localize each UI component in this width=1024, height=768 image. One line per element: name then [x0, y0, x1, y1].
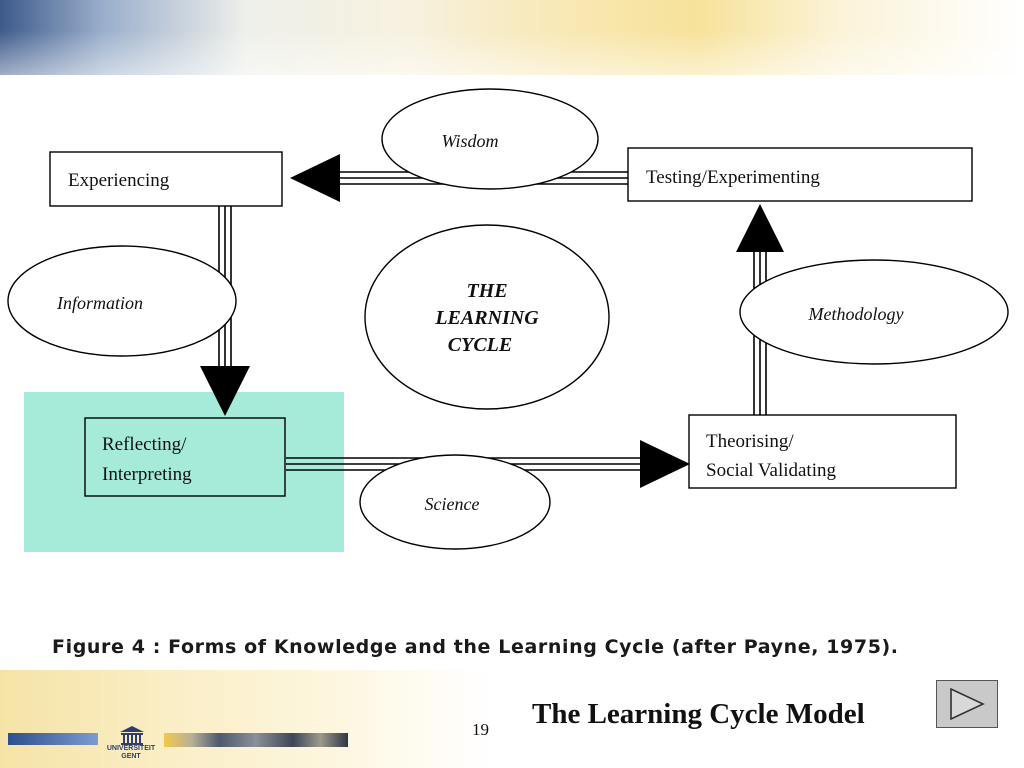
ellipse-wisdom-label: Wisdom: [441, 131, 498, 151]
ellipse-science-label: Science: [425, 494, 480, 514]
next-slide-button[interactable]: [936, 680, 998, 728]
university-building-icon: [120, 726, 144, 745]
figure-caption: Figure 4 : Forms of Knowledge and the Le…: [52, 636, 899, 658]
logo-text-line1: UNIVERSITEIT: [106, 745, 156, 752]
box-experiencing-label: Experiencing: [68, 170, 170, 191]
ellipse-science: Science: [359, 454, 551, 550]
ellipse-information-label: Information: [56, 293, 143, 313]
center-label-line2: LEARNING: [434, 307, 539, 329]
ellipse-methodology: Methodology: [739, 259, 1009, 365]
box-theorising-label-line2: Social Validating: [706, 460, 836, 481]
footer-banner: [0, 670, 1024, 768]
box-testing-label: Testing/Experimenting: [646, 167, 820, 188]
center-label-line1: THE: [466, 280, 507, 302]
header-banner-fade: [0, 0, 1024, 75]
box-reflecting-label-line1: Reflecting/: [102, 434, 187, 455]
ellipse-methodology-label: Methodology: [808, 304, 904, 324]
university-logo-strip: UNIVERSITEIT GENT: [8, 726, 348, 760]
logo-text-line2: GENT: [121, 753, 141, 760]
logo-stripe-left: [8, 733, 98, 745]
page-number: 19: [472, 720, 489, 739]
university-logo-text: UNIVERSITEIT GENT: [96, 745, 166, 761]
logo-stripe-right: [164, 733, 348, 747]
ellipse-information: Information: [7, 245, 237, 357]
learning-cycle-diagram: Experiencing Testing/Experimenting Refle…: [7, 88, 1009, 550]
center-learning-cycle: THE LEARNING CYCLE: [364, 224, 610, 410]
box-testing: Testing/Experimenting: [627, 147, 973, 202]
box-reflecting-label-line2: Interpreting: [102, 464, 192, 485]
center-label-line3: CYCLE: [448, 334, 512, 356]
box-theorising: Theorising/ Social Validating: [688, 414, 957, 489]
play-triangle-icon: [950, 687, 985, 721]
box-theorising-label-line1: Theorising/: [706, 431, 794, 452]
slide-title: The Learning Cycle Model: [532, 698, 865, 730]
box-reflecting: Reflecting/ Interpreting: [84, 417, 286, 497]
box-experiencing: Experiencing: [49, 151, 283, 207]
ellipse-wisdom: Wisdom: [381, 88, 599, 190]
